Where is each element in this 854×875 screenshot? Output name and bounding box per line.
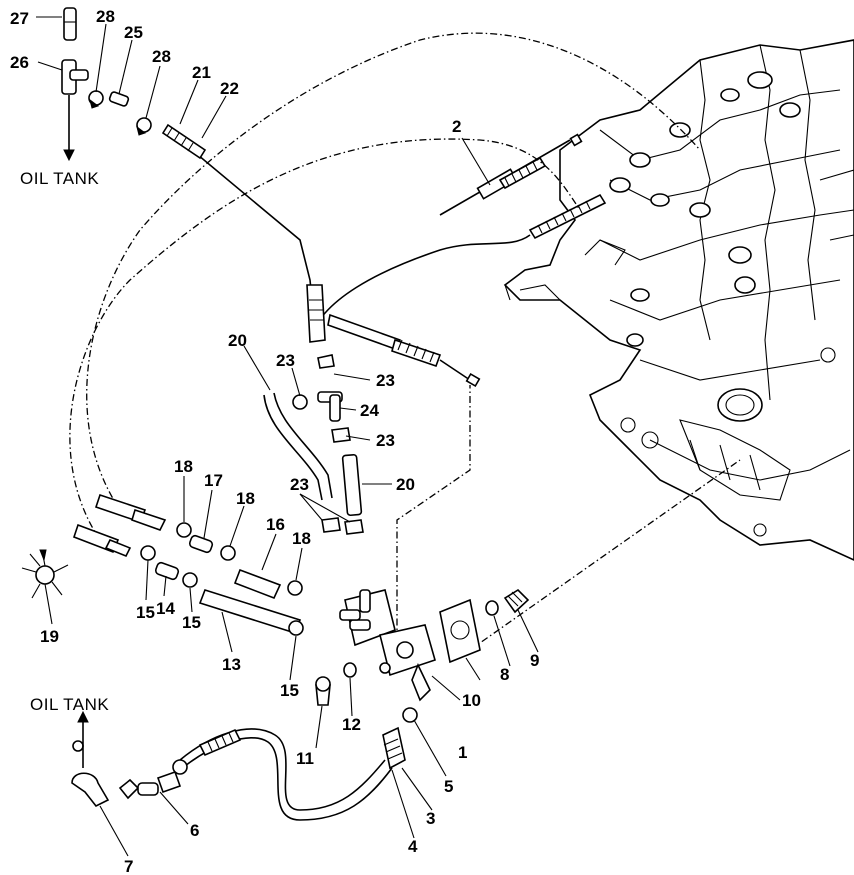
small-parts (21, 7, 530, 808)
callout-25: 25 (124, 23, 143, 42)
oil-tank-label-top: OIL TANK (20, 169, 99, 188)
callout-5: 5 (444, 777, 453, 796)
callout-28-b: 28 (152, 47, 171, 66)
callout-18-b: 18 (236, 489, 255, 508)
callout-23-c: 23 (376, 431, 395, 450)
oil-pump (339, 589, 436, 702)
callout-27: 27 (10, 9, 29, 28)
callout-11: 11 (296, 749, 314, 768)
callout-15: 15 (136, 603, 155, 622)
callout-9: 9 (530, 651, 539, 670)
callout-8: 8 (500, 665, 509, 684)
callout-24: 24 (360, 401, 379, 420)
leader-lines (36, 16, 539, 857)
callout-23: 23 (276, 351, 295, 370)
callout-15-c: 15 (280, 681, 299, 700)
callout-23-b: 23 (376, 371, 395, 390)
callout-14: 14 (156, 599, 175, 618)
callout-19: 19 (40, 627, 59, 646)
flow-arrows (63, 95, 89, 768)
callout-6: 6 (190, 821, 199, 840)
cables (69, 32, 741, 821)
callout-23-d: 23 (290, 475, 309, 494)
callout-10: 10 (462, 691, 481, 710)
callout-7: 7 (124, 857, 133, 875)
callout-18: 18 (174, 457, 193, 476)
callout-22: 22 (220, 79, 239, 98)
engine-block (503, 39, 854, 561)
callout-numbers: 27 26 28 25 28 21 22 OIL TANK 2 20 23 23… (10, 7, 539, 875)
callout-4: 4 (408, 837, 418, 856)
callout-13: 13 (222, 655, 241, 674)
callout-20-b: 20 (396, 475, 415, 494)
callout-2: 2 (452, 117, 461, 136)
callout-26: 26 (10, 53, 29, 72)
callout-18-c: 18 (292, 529, 311, 548)
callout-28: 28 (96, 7, 115, 26)
callout-3: 3 (426, 809, 435, 828)
callout-15-b: 15 (182, 613, 201, 632)
callout-20: 20 (228, 331, 247, 350)
callout-16: 16 (266, 515, 285, 534)
oil-tank-label-bottom: OIL TANK (30, 695, 109, 714)
callout-17: 17 (204, 471, 223, 490)
impeller (21, 549, 69, 599)
callout-12: 12 (342, 715, 361, 734)
callout-21: 21 (192, 63, 211, 82)
callout-1: 1 (458, 743, 467, 762)
